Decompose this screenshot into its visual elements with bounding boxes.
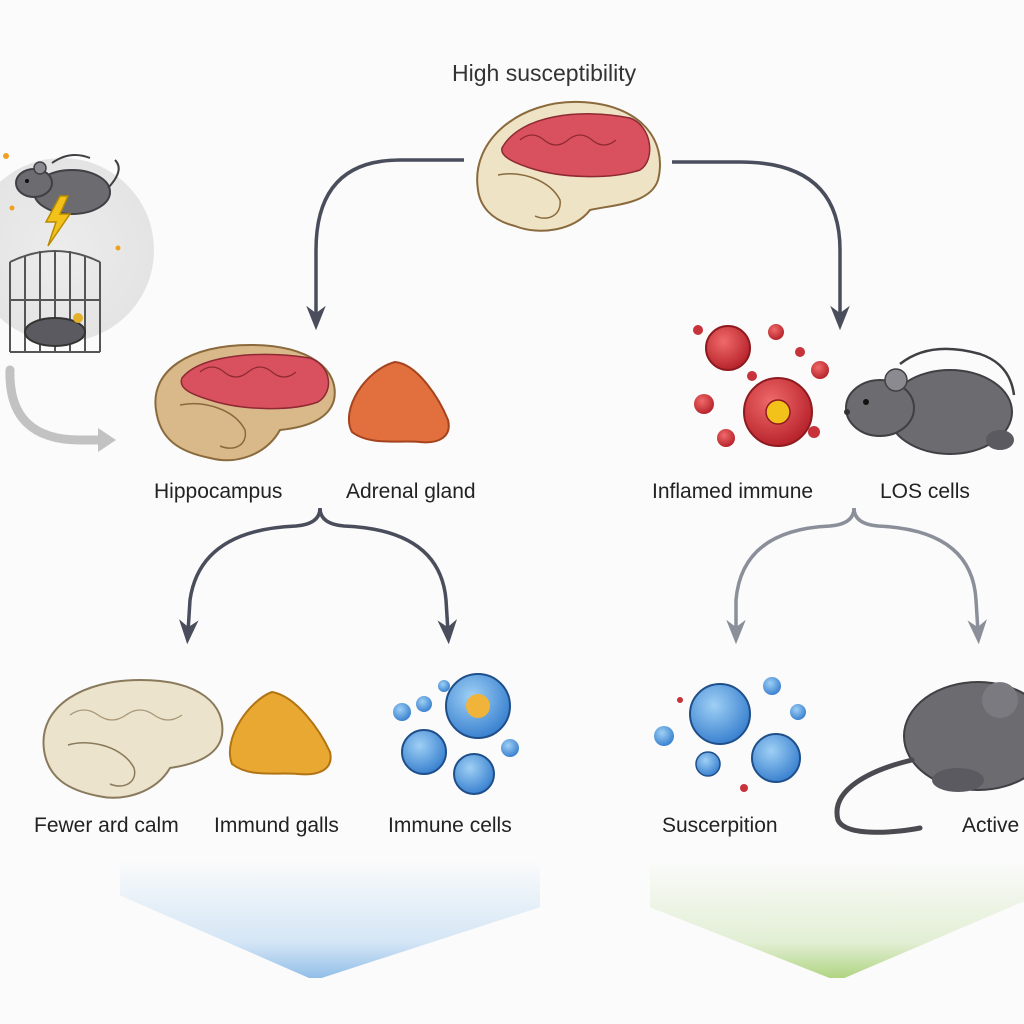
active-mouse-icon (834, 681, 1024, 835)
inflamed-immune-cluster (693, 324, 829, 447)
right-split-arrow-b (852, 507, 988, 645)
stress-context (0, 153, 154, 452)
los-cells-label: LOS cells (880, 480, 970, 503)
susception-cells-cluster (654, 677, 806, 792)
immune-cells-cluster (393, 673, 519, 795)
active-label: Active (962, 814, 1020, 837)
virus-icon (747, 371, 757, 381)
mouse-icon (844, 347, 1016, 455)
immune-cell-icon (689, 683, 751, 745)
virus-icon (717, 429, 735, 447)
adrenal-gland-icon (347, 360, 450, 444)
virus-icon (694, 394, 714, 414)
immune-cell-icon (751, 733, 801, 783)
fewer-calm-label: Fewer ard calm (34, 814, 179, 837)
virus-icon (705, 325, 751, 371)
virus-icon (808, 426, 820, 438)
virus-icon (795, 347, 805, 357)
diagram-title: High susceptibility (452, 60, 637, 86)
stress-arrowhead (98, 428, 116, 452)
immune-cell-icon (763, 677, 781, 695)
virus-icon (811, 361, 829, 379)
immune-cell-icon (416, 696, 432, 712)
hippocampus-label: Hippocampus (154, 480, 283, 503)
immune-cell-icon (438, 680, 450, 692)
right-split-arrow-a (726, 507, 856, 645)
hippocampus-icon (154, 343, 336, 462)
immune-cell-icon (501, 739, 519, 757)
top-brain-icon (476, 100, 661, 232)
left-split-arrow-b (318, 507, 458, 645)
immune-cell-icon (654, 726, 674, 746)
spark-icon (3, 153, 121, 251)
left-split-arrow-a (178, 507, 322, 645)
stress-backdrop (0, 158, 154, 342)
stress-to-brain-arrow (5, 365, 105, 445)
immune-cell-icon (393, 703, 411, 721)
top-right-arrow (672, 160, 850, 331)
stressed-mouse-icon (15, 153, 120, 215)
lightning-icon (44, 195, 72, 247)
virus-icon (693, 325, 703, 335)
calm-adrenal-icon (229, 690, 332, 776)
immune-cell-icon (453, 753, 495, 795)
calm-brain-icon (42, 678, 224, 799)
cage-icon (9, 250, 101, 353)
immune-cell-icon (740, 784, 748, 792)
immune-cells-label: Immune cells (388, 814, 512, 837)
virus-icon (768, 324, 784, 340)
virus-core (765, 399, 791, 425)
immund-galls-label: Immund galls (214, 814, 339, 837)
immune-cell-icon (790, 704, 806, 720)
suscerpition-label: Suscerpition (662, 814, 778, 837)
adrenal-gland-label: Adrenal gland (346, 480, 476, 503)
top-left-arrow (306, 158, 464, 331)
immune-cell-icon (401, 729, 447, 775)
immune-cell-icon (695, 751, 721, 777)
inflamed-immune-label: Inflamed immune (652, 480, 814, 503)
immune-cell-icon (677, 697, 683, 703)
immune-cell-nucleus (466, 694, 490, 718)
